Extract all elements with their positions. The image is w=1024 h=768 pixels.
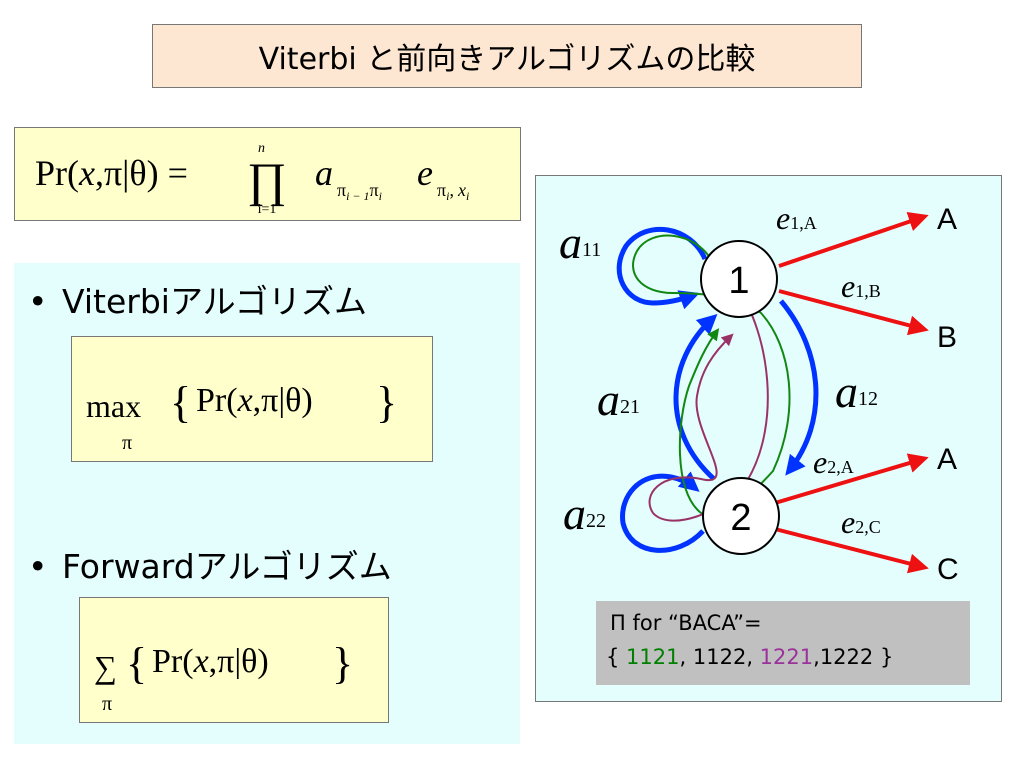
path-set-list: { 1121, 1122, 1221,1222 } [606, 645, 894, 669]
svg-text:Pr(x,π|θ) =: Pr(x,π|θ) = [35, 153, 188, 193]
state-2-node [702, 477, 780, 555]
forward-lbrace: { [126, 639, 147, 688]
forward-body: Pr(x,π|θ) [152, 643, 269, 680]
forward-rbrace: } [332, 639, 353, 688]
formula-e-sub: πi,xi [437, 180, 469, 203]
label-e1A: e1,A [776, 200, 817, 236]
transition-a21-arrow [673, 313, 718, 481]
transition-a11-arrow [616, 227, 708, 310]
emission-2A-arrow [774, 453, 929, 505]
prod-upper: n [258, 141, 265, 156]
viterbi-formula-svg: max π { Pr(x,π|θ) } [86, 378, 397, 454]
formula-rest: ,π|θ) = [95, 153, 188, 193]
forward-formula-box: ∑ π { Pr(x,π|θ) } [79, 597, 389, 723]
label-a11: a11 [559, 217, 601, 268]
emission-1B-arrow [778, 289, 929, 336]
bullet-viterbi-label: Viterbiアルゴリズム [62, 282, 367, 321]
prod-symbol: ∏ [247, 154, 287, 207]
joint-probability-svg: Pr(x,π|θ) = n ∏ i=1 a πi − 1πi e πi,xi [35, 141, 469, 217]
label-e1B: e1,B [841, 268, 881, 304]
joint-probability-formula: Pr(x,π|θ) = n ∏ i=1 a πi − 1πi e πi,xi [14, 127, 521, 221]
formula-e: e [417, 153, 433, 193]
slide-title: Viterbi と前向きアルゴリズムの比較 [152, 24, 862, 88]
formula-a-sub: πi − 1πi [337, 180, 382, 203]
label-a12: a12 [835, 366, 878, 417]
path-1121: 1121 [626, 645, 680, 669]
viterbi-lbrace: { [170, 378, 191, 427]
label-e2C: e2,C [841, 504, 881, 540]
path-set-box: Π for “BACA”= { 1121, 1122, 1221,1222 } [596, 601, 970, 685]
path-1122: 1122 [692, 645, 747, 669]
bullet-forward: • Forwardアルゴリズム [28, 540, 392, 588]
transition-a22-arrow [620, 471, 705, 553]
viterbi-body: Pr(x,π|θ) [196, 382, 313, 419]
forward-formula-svg: ∑ π { Pr(x,π|θ) } [94, 639, 353, 715]
formula-pr: Pr( [35, 153, 79, 193]
viterbi-max-sub: π [122, 432, 132, 454]
emission-2C-arrow [774, 527, 929, 574]
bullet-marker: • [28, 282, 48, 321]
forward-sum-sub: π [102, 693, 112, 715]
symbol-A-2: A [937, 443, 957, 476]
formula-x: x [78, 153, 95, 193]
bullet-forward-label: Forwardアルゴリズム [62, 547, 392, 586]
emission-1A-arrow [778, 212, 929, 268]
path-1222: 1222 [819, 645, 874, 669]
path-green-1121 [632, 234, 791, 516]
transition-a12-arrow [779, 299, 819, 476]
hmm-diagram: 1 2 a11 a12 a21 a22 e1,A e1,B e2,A e2,C … [559, 200, 959, 586]
viterbi-max: max [86, 388, 141, 424]
symbol-B: B [937, 321, 957, 354]
bullet-marker: • [28, 547, 48, 586]
state-1-node [700, 240, 778, 318]
prod-lower: i=1 [258, 202, 277, 217]
formula-a: a [315, 153, 333, 193]
path-purple-1221 [648, 290, 769, 522]
symbol-A-1: A [937, 203, 957, 236]
label-a22: a22 [563, 488, 606, 539]
path-set-heading: Π for “BACA”= [610, 611, 762, 635]
state-2-label: 2 [730, 497, 751, 539]
label-e2A: e2,A [813, 444, 854, 480]
bullet-viterbi: • Viterbiアルゴリズム [28, 275, 367, 323]
viterbi-rbrace: } [376, 378, 397, 427]
viterbi-formula-box: max π { Pr(x,π|θ) } [71, 336, 433, 462]
state-1-label: 1 [728, 260, 749, 302]
label-a21: a21 [597, 374, 640, 425]
forward-sum: ∑ [94, 649, 117, 685]
path-1221: 1221 [759, 645, 814, 669]
symbol-C: C [937, 553, 959, 586]
